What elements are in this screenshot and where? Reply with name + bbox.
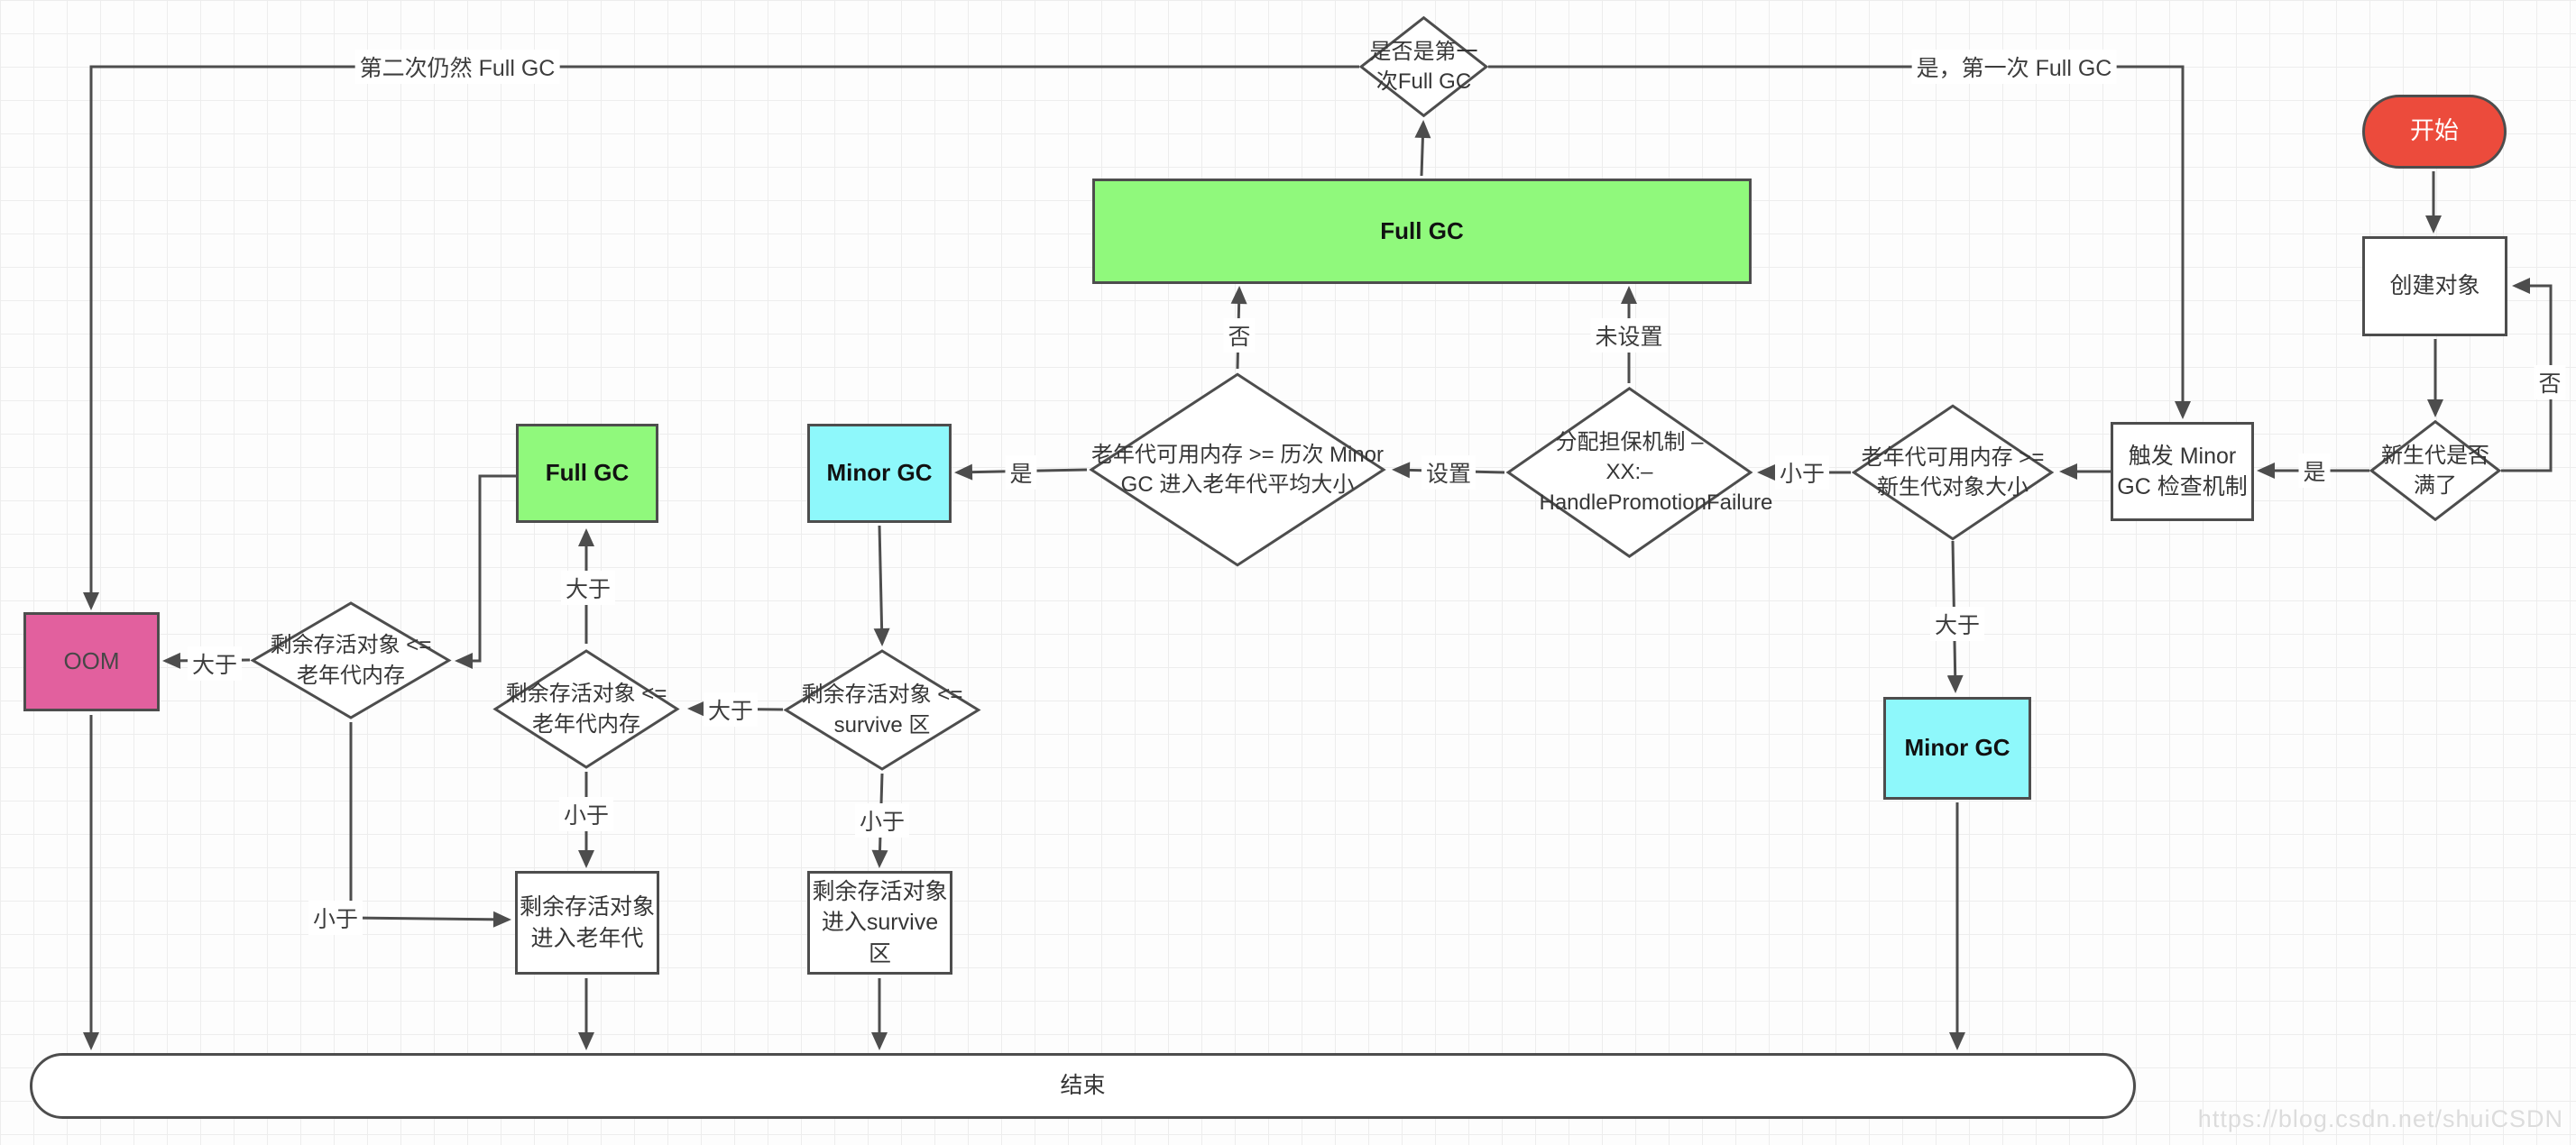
diamond-remaining-le-survive-label: 剩余存活对象 <= survive 区 xyxy=(801,682,963,737)
node-enter-survive: 剩余存活对象 进入survive 区 xyxy=(807,871,952,975)
diamond-remaining-le-oldgen-left-label: 剩余存活对象 <= 老年代内存 xyxy=(270,633,432,688)
edge-label-lt-survive: 小于 xyxy=(854,803,910,838)
diamond-remaining-le-oldgen-mid: 剩余存活对象 <= 老年代内存 xyxy=(492,649,680,769)
node-create-object-label: 创建对象 xyxy=(2389,273,2480,299)
node-trigger-minor-gc-label: 触发 Minor GC 检查机制 xyxy=(2117,443,2248,500)
diamond-oldgen-ge-newobj: 老年代可用内存 >= 新生代对象大小 xyxy=(1851,404,2055,541)
edge-minormid-to-survive xyxy=(873,525,890,646)
edge-label-no-mid: 否 xyxy=(1223,318,1256,353)
node-minor-gc-right: Minor GC xyxy=(1883,697,2031,800)
node-minor-gc-right-label: Minor GC xyxy=(1904,734,2010,762)
edge-label-yes-newgen: 是 xyxy=(2298,453,2331,488)
edge-label-second-full-gc: 第二次仍然 Full GC xyxy=(354,50,560,84)
node-full-gc-big-label: Full GC xyxy=(1380,216,1464,244)
node-full-gc-small-label: Full GC xyxy=(545,459,630,487)
node-oom-label: OOM xyxy=(63,647,120,675)
csdn-watermark: https://blog.csdn.net/shuiCSDN xyxy=(2197,1105,2563,1132)
diamond-oldgen-ge-newobj-label: 老年代可用内存 >= 新生代对象大小 xyxy=(1861,444,2045,499)
diamond-newgen-full-label: 新生代是否满了 xyxy=(2381,443,2489,498)
diamond-remaining-le-survive: 剩余存活对象 <= survive 区 xyxy=(783,649,981,771)
node-enter-oldgen: 剩余存活对象 进入老年代 xyxy=(515,871,659,975)
diamond-oldgen-ge-avg-label: 老年代可用内存 >= 历次 Minor GC 进入老年代平均大小 xyxy=(1090,442,1385,497)
diamond-shape xyxy=(250,601,452,719)
edge-label-yes-first-full-gc: 是，第一次 Full GC xyxy=(1911,50,2117,84)
node-full-gc-big: Full GC xyxy=(1092,179,1752,284)
edge-label-set: 设置 xyxy=(1421,455,1477,490)
edge-fullgc-to-firstcheck xyxy=(1414,120,1431,177)
diamond-is-first-full-gc-label: 是否是第一次Full GC xyxy=(1369,39,1478,94)
edge-label-gt-right: 大于 xyxy=(1929,607,1985,641)
edge-firstfullgc-to-trigger xyxy=(1488,65,2191,419)
edge-remleft-lt-enteroldgen xyxy=(349,722,511,928)
node-minor-gc-mid-label: Minor GC xyxy=(826,459,933,487)
edge-fullgcsmall-to-remleft xyxy=(455,474,516,669)
edge-label-gt-survive: 大于 xyxy=(703,692,759,727)
edge-label-gt-left: 大于 xyxy=(187,646,243,681)
edge-label-lt-right: 小于 xyxy=(1774,455,1830,490)
diamond-shape xyxy=(1851,404,2055,541)
diamond-is-first-full-gc: 是否是第一次Full GC xyxy=(1359,16,1488,117)
node-create-object: 创建对象 xyxy=(2362,236,2507,336)
edge-label-gt-mid: 大于 xyxy=(560,571,616,605)
diamond-remaining-le-oldgen-left: 剩余存活对象 <= 老年代内存 xyxy=(250,601,452,719)
diamond-shape xyxy=(783,649,981,771)
node-end: 结束 xyxy=(30,1053,2136,1119)
node-oom: OOM xyxy=(23,612,160,711)
diamond-shape xyxy=(1504,386,1754,559)
edge-label-lt-mid: 小于 xyxy=(558,797,614,831)
node-enter-oldgen-label: 剩余存活对象 进入老年代 xyxy=(520,894,656,951)
node-end-label: 结束 xyxy=(1060,1073,1106,1099)
diamond-shape xyxy=(1359,16,1488,117)
node-start-label: 开始 xyxy=(2410,117,2459,145)
edge-label-no-loop: 否 xyxy=(2534,365,2566,399)
diamond-newgen-full: 新生代是否满了 xyxy=(2369,420,2501,521)
diamond-shape xyxy=(2369,420,2501,521)
diamond-remaining-le-oldgen-mid-label: 剩余存活对象 <= 老年代内存 xyxy=(505,682,667,737)
edge-secondfullgc-to-oom xyxy=(83,65,1359,610)
diamond-shape xyxy=(1087,371,1388,568)
diamond-oldgen-ge-avg: 老年代可用内存 >= 历次 Minor GC 进入老年代平均大小 xyxy=(1087,371,1388,568)
diamond-handle-promotion-failure-label: 分配担保机制 –XX:– HandlePromotionFailure xyxy=(1539,430,1773,515)
node-trigger-minor-gc: 触发 Minor GC 检查机制 xyxy=(2111,422,2254,521)
node-start: 开始 xyxy=(2362,95,2507,169)
diamond-handle-promotion-failure: 分配担保机制 –XX:– HandlePromotionFailure xyxy=(1504,386,1773,559)
edge-label-not-set: 未设置 xyxy=(1590,318,1668,353)
diamond-shape xyxy=(492,649,680,769)
edge-label-lt-left: 小于 xyxy=(308,901,363,935)
edge-label-yes-mid: 是 xyxy=(1005,455,1037,490)
node-full-gc-small: Full GC xyxy=(516,424,658,523)
node-minor-gc-mid: Minor GC xyxy=(807,424,952,523)
node-enter-survive-label: 剩余存活对象 进入survive 区 xyxy=(812,878,948,966)
